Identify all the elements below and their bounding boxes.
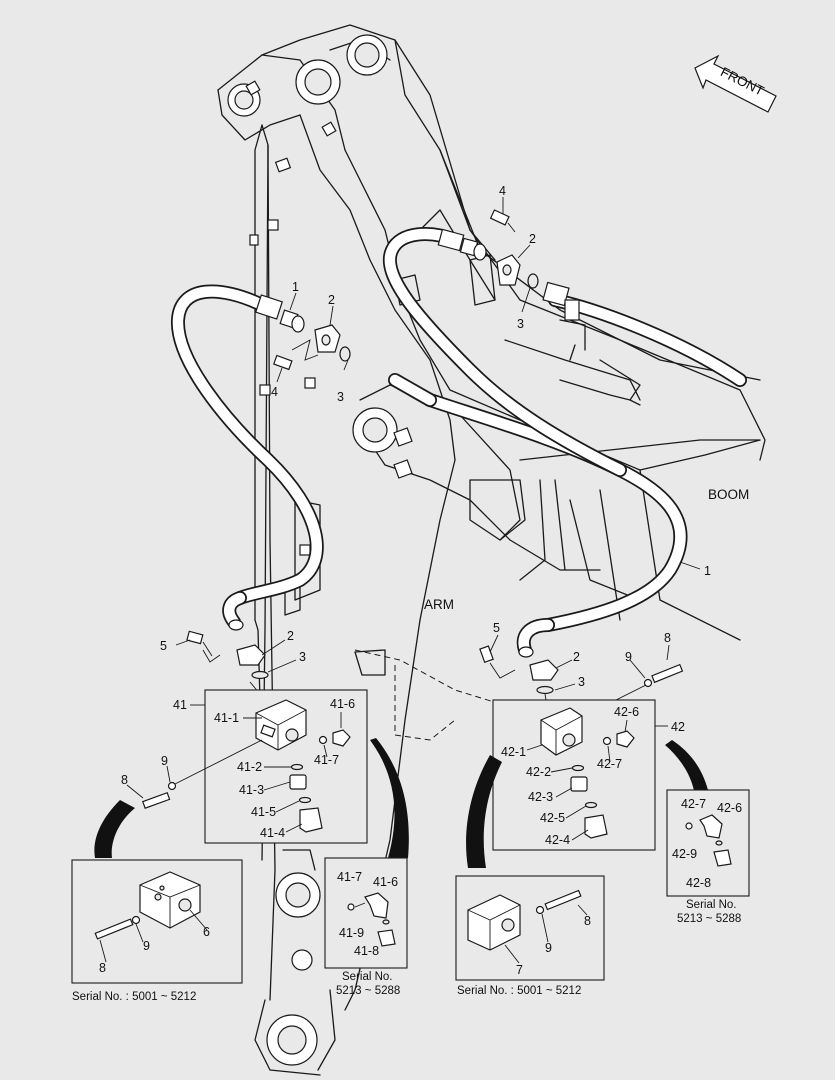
serial-label-right-old: Serial No. : 5001 ~ 5212 (457, 985, 581, 997)
label-oring-3-left: 3 (337, 390, 344, 404)
front-arrow-icon: FRONT (694, 54, 777, 113)
label-41-4: 41-4 (260, 826, 285, 840)
arm-label: ARM (424, 597, 454, 612)
assembly-41-box (141, 689, 368, 844)
label-bolt-5-right: 5 (493, 621, 500, 635)
label-42-8-box: 42-8 (686, 876, 711, 890)
label-42-5: 42-5 (540, 811, 565, 825)
label-flange-2-left: 2 (328, 293, 335, 307)
label-bolt-8-box: 8 (99, 961, 106, 975)
label-bolt-4-left: 4 (271, 385, 278, 399)
boom-structure (217, 24, 766, 641)
label-41-7: 41-7 (314, 753, 339, 767)
label-41-7-box: 41-7 (337, 870, 362, 884)
assembly-42-box (492, 699, 668, 851)
label-41-3: 41-3 (239, 783, 264, 797)
label-flange-2-lower-right: 2 (573, 650, 580, 664)
label-washer-9-box-right: 9 (545, 941, 552, 955)
label-41-9-box: 41-9 (339, 926, 364, 940)
label-42-1: 42-1 (501, 745, 526, 759)
arm-structure (249, 114, 521, 1076)
label-oring-3-lower-right: 3 (578, 675, 585, 689)
label-41-2: 41-2 (237, 760, 262, 774)
label-washer-9-right: 9 (625, 650, 632, 664)
serial-box-right-new (666, 789, 750, 897)
label-41-5: 41-5 (251, 805, 276, 819)
label-bolt-8-box-right: 8 (584, 914, 591, 928)
label-hose-1-left: 1 (292, 280, 299, 294)
label-42-7-box: 42-7 (681, 797, 706, 811)
label-bolt-8-left: 8 (121, 773, 128, 787)
label-bolt-4-upper: 4 (499, 184, 506, 198)
hose-upper (383, 227, 747, 477)
boom-label: BOOM (708, 487, 749, 502)
label-42-6-box: 42-6 (717, 801, 742, 815)
serial-range-left-new: 5213 ~ 5288 (336, 985, 400, 997)
lower-right-fittings (479, 645, 684, 723)
label-washer-9-left: 9 (161, 754, 168, 768)
serial-box-right-old (455, 875, 605, 981)
serial-title-right-new: Serial No. (686, 899, 737, 911)
label-flange-2-lower-left: 2 (287, 629, 294, 643)
leader-lines (99, 197, 701, 964)
serial-range-right-new: 5213 ~ 5288 (677, 913, 741, 925)
serial-box-left-new (324, 857, 408, 969)
label-flange-2-upper: 2 (529, 232, 536, 246)
label-42-6: 42-6 (614, 705, 639, 719)
hose-right (388, 373, 688, 658)
label-41-1: 41-1 (214, 711, 239, 725)
label-42-2: 42-2 (526, 765, 551, 779)
label-block-7: 7 (516, 963, 523, 977)
part-labels: BOOM ARM 1 2 3 4 4 2 3 1 5 2 3 5 2 3 9 8… (72, 184, 749, 1003)
label-bolt-8-right: 8 (664, 631, 671, 645)
label-oring-3-lower-left: 3 (299, 650, 306, 664)
label-41-6-box: 41-6 (373, 875, 398, 889)
label-block-6: 6 (203, 925, 210, 939)
serial-title-left-new: Serial No. (342, 971, 393, 983)
label-assembly-41: 41 (173, 698, 187, 712)
label-42-7: 42-7 (597, 757, 622, 771)
label-41-6: 41-6 (330, 697, 355, 711)
lower-left-fittings (186, 630, 269, 701)
label-42-3: 42-3 (528, 790, 553, 804)
label-bolt-5-left: 5 (160, 639, 167, 653)
serial-box-left-old (71, 859, 243, 984)
upper-flange-parts (273, 209, 539, 371)
label-41-8-box: 41-8 (354, 944, 379, 958)
label-washer-9-box: 9 (143, 939, 150, 953)
callout-arrows (94, 738, 708, 868)
label-42-4: 42-4 (545, 833, 570, 847)
label-oring-3-upper: 3 (517, 317, 524, 331)
serial-label-left-old: Serial No. : 5001 ~ 5212 (72, 991, 196, 1003)
label-42-9-box: 42-9 (672, 847, 697, 861)
label-assembly-42: 42 (671, 720, 685, 734)
hose-left (170, 284, 324, 631)
label-hose-1-right: 1 (704, 564, 711, 578)
